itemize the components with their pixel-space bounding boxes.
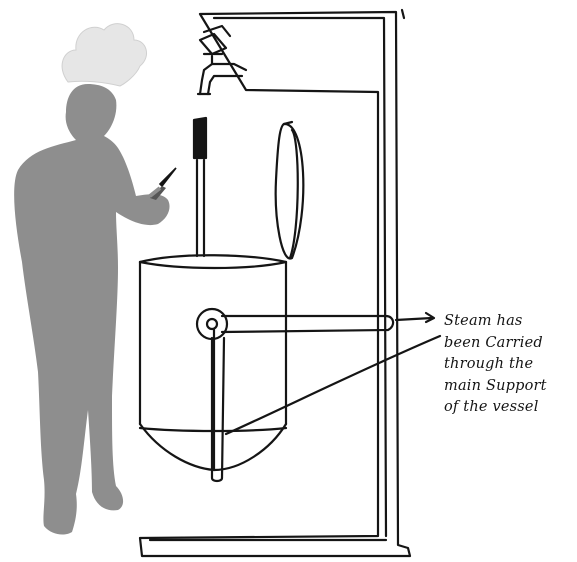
chef-hat xyxy=(62,24,146,86)
annotation-line: been Carried xyxy=(444,333,576,355)
chef-figure xyxy=(14,84,169,534)
support-frame xyxy=(140,10,410,556)
water-tap-icon xyxy=(198,54,246,94)
lid xyxy=(276,122,304,259)
knife-icon xyxy=(150,168,176,200)
steam-annotation: Steam has been Carried through the main … xyxy=(444,311,576,419)
stirrer xyxy=(194,118,206,256)
annotation-line: of the vessel xyxy=(444,397,576,419)
annotation-line: through the xyxy=(444,354,576,376)
annotation-line: Steam has xyxy=(444,311,576,333)
annotation-line: main Support xyxy=(444,376,576,398)
